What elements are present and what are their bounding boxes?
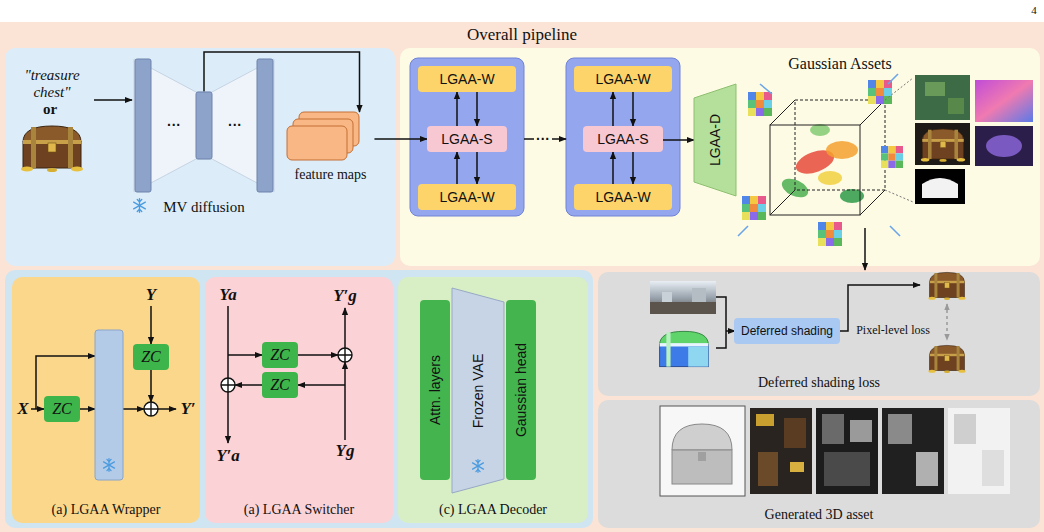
figure-title: Gaussian Assets [788, 55, 892, 73]
node-label: (a) LGAA Wrapper [52, 502, 161, 518]
node-label: feature maps [295, 167, 367, 183]
node-label: (a) LGAA Switcher [244, 502, 354, 518]
switcher-box: LGAA-S [583, 126, 663, 152]
zc-box: ZC [262, 342, 298, 368]
arrow-connector [476, 152, 478, 184]
node-label: Gaussian head [513, 343, 529, 437]
node-label: LGAA-S [441, 131, 492, 147]
node-label: LGAA-W [595, 189, 650, 205]
arrow-connector [612, 92, 614, 126]
loss-panel: Deferred shading loss Deferred shading [598, 272, 1040, 396]
node-label: Overall pipeline [467, 25, 577, 45]
add-symbols [144, 348, 352, 416]
wrapper-box: LGAA-W [574, 66, 672, 92]
arrow-connector [632, 92, 634, 126]
node-label: (c) LGAA Decoder [439, 502, 547, 518]
node-label: Deferred shading [741, 324, 833, 338]
gaussian-head: Gaussian head [506, 300, 536, 480]
zc-box: ZC [133, 344, 169, 370]
wrapper-panel: (a) LGAA Wrapper ZC ZC [12, 277, 200, 523]
gaussian-illustration [738, 74, 913, 246]
variable-name: Y′g [333, 286, 357, 306]
arrow-connector [456, 152, 458, 184]
node-label: ZC [52, 400, 72, 418]
pipeline-panel: Overall pipelineMV diffusionfeature maps… [0, 22, 1044, 532]
attention-layers: Attn. layers [420, 300, 450, 480]
node-label: ZC [141, 348, 161, 366]
node-label: ZC [270, 346, 290, 364]
wrapper-box: LGAA-W [574, 184, 672, 210]
decoder-panel: (c) LGAA Decoder Attn. layers Frozen VAE Ga… [398, 277, 588, 523]
node-label: Deferred shading loss [758, 375, 880, 391]
text-prompt: "treasure chest" [12, 67, 92, 101]
decoder-block: LGAA-D [694, 84, 736, 196]
arrow-connector [632, 152, 634, 184]
arrow-connector [476, 92, 478, 126]
arrow-connector [456, 92, 458, 126]
diffusion-model: MV diffusion [130, 58, 278, 193]
node-label: Generated 3D asset [765, 507, 874, 523]
variable-name: Ya [219, 285, 236, 305]
variable-name: X [17, 399, 28, 419]
node-label: ZC [270, 376, 290, 394]
ellipsis: ··· [536, 131, 550, 147]
variable-name: Y [146, 285, 156, 305]
or-word: or [43, 101, 57, 118]
node-label: MV diffusion [163, 199, 245, 216]
wrapper-box: LGAA-W [418, 66, 516, 92]
deferred-shading-inputs [650, 272, 966, 373]
arrow-connector [612, 152, 614, 184]
arrow-connector [663, 139, 694, 141]
arrow-connector [374, 138, 427, 140]
zc-box: ZC [44, 396, 80, 422]
stack-shape [287, 112, 375, 162]
switcher-panel: (a) LGAA Switcher ZC ZC [205, 277, 393, 523]
feature-stack: feature maps [287, 112, 375, 162]
switcher-box: LGAA-S [427, 126, 507, 152]
variable-name: Yg [336, 441, 355, 461]
node-label: LGAA-D [707, 114, 723, 166]
wrapper-box: LGAA-W [418, 184, 516, 210]
node-label: Attn. layers [427, 355, 443, 425]
shading-box: Deferred shading [734, 318, 840, 344]
variable-name: Y′ [180, 399, 195, 419]
panels [0, 22, 1044, 532]
variable-name: Y′a [216, 446, 240, 466]
node-label: Frozen VAE [470, 353, 486, 427]
page-number: 4 [1031, 4, 1037, 16]
loss-label: Pixel-level loss [856, 323, 930, 338]
generated-asset-images [660, 406, 1010, 496]
input-chest-image [21, 126, 83, 172]
zc-box: ZC [262, 372, 298, 398]
node-label: LGAA-W [439, 189, 494, 205]
node-label: LGAA-S [597, 131, 648, 147]
unet-shape [130, 58, 278, 193]
node-label: LGAA-W [439, 71, 494, 87]
result-panel: Generated 3D asset [598, 400, 1040, 528]
asset-thumbnails [915, 75, 1033, 204]
frozen-vae: Frozen VAE [452, 288, 504, 493]
frozen-block [95, 330, 123, 480]
node-label: LGAA-W [595, 71, 650, 87]
